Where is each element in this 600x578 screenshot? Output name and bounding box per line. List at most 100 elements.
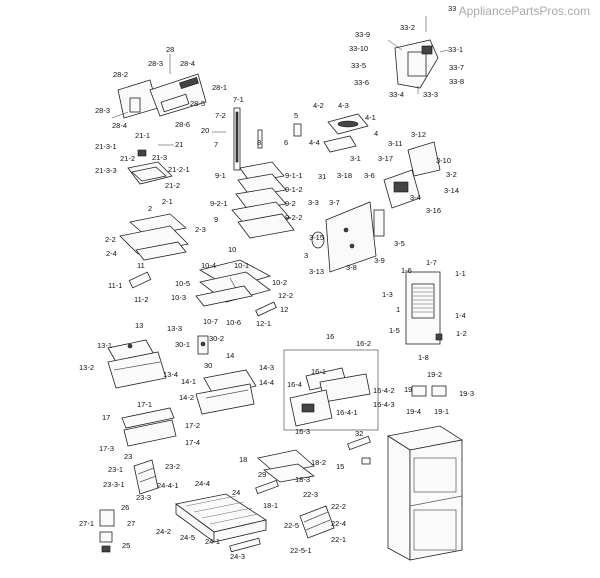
door-bin-kit-16 — [283, 349, 379, 431]
part-callout-17: 17 — [102, 413, 110, 422]
part-callout-28-3b: 28-3 — [95, 106, 110, 115]
lamp-32-15 — [347, 435, 371, 465]
part-callout-33: 33 — [448, 4, 456, 13]
part-callout-9-2-2: 9-2-2 — [285, 213, 303, 222]
part-callout-22-2: 22-2 — [331, 502, 346, 511]
part-callout-9-1: 9-1 — [215, 171, 226, 180]
part-callout-14-4: 14-4 — [259, 378, 274, 387]
part-callout-16-2: 16-2 — [356, 339, 371, 348]
part-callout-10-3: 10-3 — [171, 293, 186, 302]
part-callout-23-3: 23-3 — [136, 493, 151, 502]
part-callout-33-9: 33-9 — [355, 30, 370, 39]
part-callout-9-2-1: 9-2-1 — [210, 199, 228, 208]
part-callout-3-5: 3-5 — [394, 239, 405, 248]
part-callout-19: 19 — [404, 385, 412, 394]
part-callout-11-1: 11-1 — [108, 281, 122, 290]
crisper-slides-11-12 — [128, 271, 277, 317]
part-callout-13: 13 — [135, 321, 143, 330]
part-callout-11-2: 11-2 — [134, 295, 148, 304]
part-callout-13-1: 13-1 — [97, 341, 112, 350]
part-callout-24-4: 24-4 — [195, 479, 210, 488]
evaporator-cover-1 — [405, 271, 443, 345]
part-callout-3-1: 3-1 — [350, 154, 361, 163]
part-callout-21-1: 21-1 — [135, 131, 150, 140]
part-callout-2-3: 2-3 — [195, 225, 206, 234]
part-callout-18-1: 18-1 — [263, 501, 278, 510]
part-callout-11: 11 — [137, 261, 145, 270]
leveling-parts-25-27 — [99, 509, 115, 553]
part-callout-1-3: 1-3 — [382, 290, 393, 299]
part-callout-19-3: 19-3 — [459, 389, 474, 398]
part-callout-3-17: 3-17 — [378, 154, 393, 163]
part-callout-25: 25 — [122, 541, 130, 550]
part-callout-3-3: 3-3 — [308, 198, 319, 207]
part-callout-22-5: 22-5 — [284, 521, 299, 530]
part-callout-24-1: 24-1 — [205, 537, 220, 546]
part-callout-7: 7 — [214, 140, 218, 149]
part-callout-10-2: 10-2 — [272, 278, 287, 287]
part-callout-26: 26 — [121, 503, 129, 512]
rail-22 — [299, 505, 335, 539]
bracket-assembly-28 — [111, 54, 207, 119]
part-callout-23-3-1: 23-3-1 — [103, 480, 125, 489]
watermark: AppliancePartsPros.com — [458, 4, 590, 18]
part-callout-33-7: 33-7 — [449, 63, 464, 72]
part-callout-12-1: 12-1 — [256, 319, 271, 328]
part-callout-30: 30 — [204, 361, 212, 370]
part-callout-1-5: 1-5 — [389, 326, 400, 335]
part-callout-14-3: 14-3 — [259, 363, 274, 372]
part-callout-15: 15 — [336, 462, 344, 471]
crisper-cover-10 — [195, 259, 272, 307]
part-callout-10-7: 10-7 — [203, 317, 218, 326]
part-callout-24: 24 — [232, 488, 240, 497]
part-callout-6: 6 — [284, 138, 288, 147]
control-panel-3 — [311, 141, 441, 273]
part-callout-33-4: 33-4 — [389, 90, 404, 99]
part-callout-3-11: 3-11 — [388, 139, 402, 148]
part-callout-21: 21 — [175, 140, 183, 149]
part-callout-27-1: 27-1 — [79, 519, 94, 528]
shelf-21 — [127, 144, 174, 185]
part-callout-16: 16 — [326, 332, 334, 341]
part-callout-28: 28 — [166, 45, 174, 54]
part-callout-12-2: 12-2 — [278, 291, 293, 300]
part-callout-4-2: 4-2 — [313, 101, 324, 110]
part-callout-21-2-1: 21-2-1 — [168, 165, 190, 174]
part-callout-1-8: 1-8 — [418, 353, 429, 362]
part-callout-3-14: 3-14 — [444, 186, 459, 195]
part-callout-29: 29 — [258, 470, 266, 479]
part-callout-22-5-1: 22-5-1 — [290, 546, 312, 555]
part-callout-21-3: 21-3 — [152, 153, 167, 162]
part-callout-33-8: 33-8 — [449, 77, 464, 86]
part-callout-24-4-1: 24-4-1 — [157, 481, 179, 490]
part-callout-2: 2 — [148, 204, 152, 213]
part-callout-28-3: 28-3 — [148, 59, 163, 68]
part-callout-28-5: 28-5 — [190, 99, 205, 108]
part-callout-9-1-2: 9-1-2 — [285, 185, 303, 194]
part-callout-4-4: 4-4 — [309, 138, 320, 147]
part-callout-1: 1 — [396, 305, 400, 314]
part-callout-3-7: 3-7 — [329, 198, 340, 207]
part-callout-28-6: 28-6 — [175, 120, 190, 129]
part-callout-28-4: 28-4 — [180, 59, 195, 68]
bracket-23 — [133, 459, 159, 495]
part-callout-10-5: 10-5 — [175, 279, 190, 288]
part-callout-16-4: 16-4 — [287, 380, 302, 389]
part-callout-7-1: 7-1 — [233, 95, 244, 104]
part-callout-3-13: 3-13 — [309, 267, 324, 276]
part-callout-3-12: 3-12 — [411, 130, 426, 139]
part-callout-21-2b: 21-2 — [165, 181, 180, 190]
shelf-2 — [119, 213, 189, 261]
part-callout-33-2: 33-2 — [400, 23, 415, 32]
part-callout-13-2: 13-2 — [79, 363, 94, 372]
part-callout-9-1-1: 9-1-1 — [285, 171, 303, 180]
part-callout-24-5: 24-5 — [180, 533, 195, 542]
part-callout-19-4: 19-4 — [406, 407, 421, 416]
rail-7 — [212, 107, 263, 171]
part-callout-13-4: 13-4 — [163, 370, 178, 379]
part-callout-14-1: 14-1 — [181, 377, 196, 386]
glass-shelf-9 — [231, 161, 295, 239]
part-callout-9-2: 9-2 — [285, 199, 296, 208]
part-callout-2-1: 2-1 — [162, 197, 173, 206]
